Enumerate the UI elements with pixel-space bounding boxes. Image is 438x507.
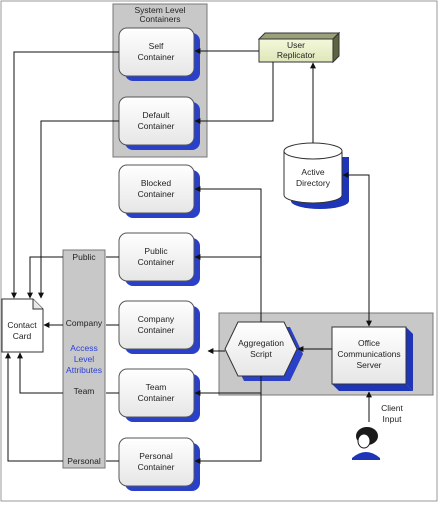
blocked-container-line-2: Container bbox=[138, 189, 175, 199]
system-group-label-2: Containers bbox=[139, 14, 180, 24]
contact-card-line-1: Contact bbox=[7, 320, 37, 330]
aggregation-script-line-1: Aggregation bbox=[238, 338, 284, 348]
user-replicator-line-2: Replicator bbox=[277, 50, 315, 60]
default-container: Default Container bbox=[118, 96, 200, 150]
blocked-container: Blocked Container bbox=[118, 164, 200, 218]
access-attributes-line-3: Attributes bbox=[66, 365, 102, 375]
arrow-script-to-blocked bbox=[194, 186, 262, 322]
company-container: Company Container bbox=[118, 300, 200, 354]
public-container-line-1: Public bbox=[144, 246, 168, 256]
aggregation-script: Aggregation Script bbox=[224, 321, 303, 381]
self-container: Self Container bbox=[118, 27, 200, 81]
personal-container-line-1: Personal bbox=[139, 451, 173, 461]
default-container-line-1: Default bbox=[143, 110, 171, 120]
team-container-line-1: Team bbox=[146, 382, 167, 392]
active-directory-line-1: Active bbox=[301, 167, 324, 177]
self-container-line-1: Self bbox=[149, 41, 164, 51]
blocked-container-line-1: Blocked bbox=[141, 178, 172, 188]
company-container-line-1: Company bbox=[138, 314, 175, 324]
access-attributes-line-2: Level bbox=[74, 354, 94, 364]
access-personal-label: Personal bbox=[67, 456, 101, 466]
client-input-line-1: Client bbox=[381, 403, 403, 413]
arrow-team-to-card bbox=[17, 352, 63, 394]
access-level-column: Public Company Access Level Attributes T… bbox=[62, 249, 106, 469]
active-directory-cylinder: Active Directory bbox=[283, 142, 349, 209]
public-container-line-2: Container bbox=[138, 257, 175, 267]
access-attributes-line-1: Access bbox=[70, 343, 97, 353]
user-replicator: User Replicator bbox=[257, 31, 341, 64]
connectors bbox=[5, 48, 372, 464]
access-public-label: Public bbox=[72, 252, 96, 262]
personal-container: Personal Container bbox=[118, 437, 200, 491]
personal-container-line-2: Container bbox=[138, 462, 175, 472]
arrow-replicator-to-default bbox=[194, 62, 274, 124]
team-container: Team Container bbox=[118, 368, 200, 422]
arrow-ad-ocs bbox=[342, 172, 372, 327]
public-container: Public Container bbox=[118, 232, 200, 286]
aggregation-script-line-2: Script bbox=[250, 349, 272, 359]
access-company-label: Company bbox=[66, 318, 103, 328]
arrow-script-to-personal bbox=[194, 376, 262, 464]
ocs-server: Office Communications Server bbox=[331, 326, 413, 391]
client-user-icon bbox=[352, 427, 380, 460]
ocs-line-1: Office bbox=[358, 338, 380, 348]
contact-card: Contact Card bbox=[1, 298, 44, 353]
default-container-line-2: Container bbox=[138, 121, 175, 131]
client-input-line-2: Input bbox=[383, 414, 403, 424]
company-container-line-2: Container bbox=[138, 325, 175, 335]
team-container-line-2: Container bbox=[138, 393, 175, 403]
arrow-self-to-card bbox=[11, 51, 119, 299]
access-team-label: Team bbox=[74, 386, 95, 396]
ocs-line-3: Server bbox=[356, 360, 381, 370]
arrow-default-to-card bbox=[38, 120, 119, 299]
user-replicator-line-1: User bbox=[287, 40, 305, 50]
contact-card-line-2: Card bbox=[13, 331, 32, 341]
arrow-personal-to-card bbox=[5, 352, 63, 462]
system-group-label-1: System Level bbox=[134, 5, 185, 15]
active-directory-line-2: Directory bbox=[296, 178, 331, 188]
self-container-line-2: Container bbox=[138, 52, 175, 62]
ocs-line-2: Communications bbox=[337, 349, 400, 359]
arrow-public-to-card bbox=[27, 256, 63, 299]
